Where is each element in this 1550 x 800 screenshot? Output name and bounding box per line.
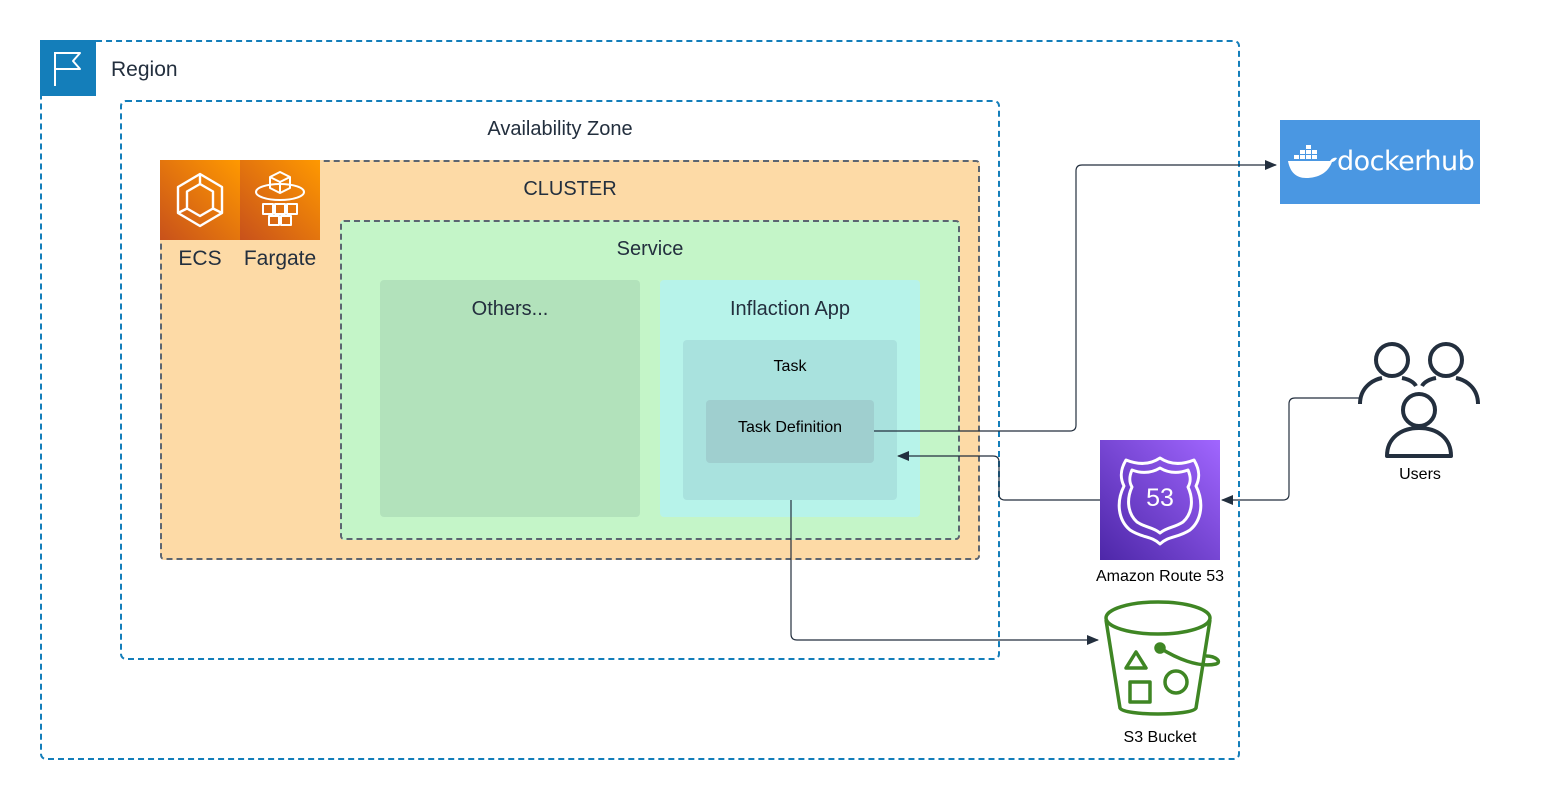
route53-label: Amazon Route 53	[1095, 568, 1225, 585]
region-flag-icon	[40, 40, 96, 96]
s3-bucket-label: S3 Bucket	[1123, 729, 1197, 746]
region-container	[40, 40, 1240, 760]
connector-users-to-route53	[1221, 397, 1360, 505]
cluster-label: CLUSTER	[523, 178, 617, 200]
users-icon	[1356, 336, 1482, 462]
connector-route53-to-taskdef	[897, 451, 1100, 501]
region-label: Region	[111, 58, 178, 81]
docker-whale-icon	[1286, 142, 1338, 182]
s3-bucket-icon	[1096, 598, 1224, 722]
ecs-label: ECS	[178, 247, 222, 270]
task-label: Task	[773, 358, 807, 375]
task-definition-box	[706, 400, 874, 463]
ecs-icon	[160, 160, 240, 240]
availability-zone-container	[120, 100, 1000, 660]
route53-badge: 53	[1146, 484, 1174, 512]
app-label: Inflaction App	[729, 298, 851, 320]
connector-taskdef-to-dockerhub	[874, 160, 1277, 432]
fargate-label: Fargate	[243, 247, 317, 270]
connector-task-to-s3	[790, 500, 1099, 645]
fargate-icon	[240, 160, 320, 240]
route53-icon: 53	[1100, 440, 1220, 560]
users-label: Users	[1399, 466, 1441, 483]
others-label: Others...	[471, 298, 549, 320]
availability-zone-label: Availability Zone	[487, 118, 633, 140]
others-container	[380, 280, 640, 517]
task-definition-label: Task Definition	[737, 419, 843, 436]
dockerhub-label: dockerhub	[1337, 146, 1475, 177]
service-label: Service	[616, 238, 684, 260]
